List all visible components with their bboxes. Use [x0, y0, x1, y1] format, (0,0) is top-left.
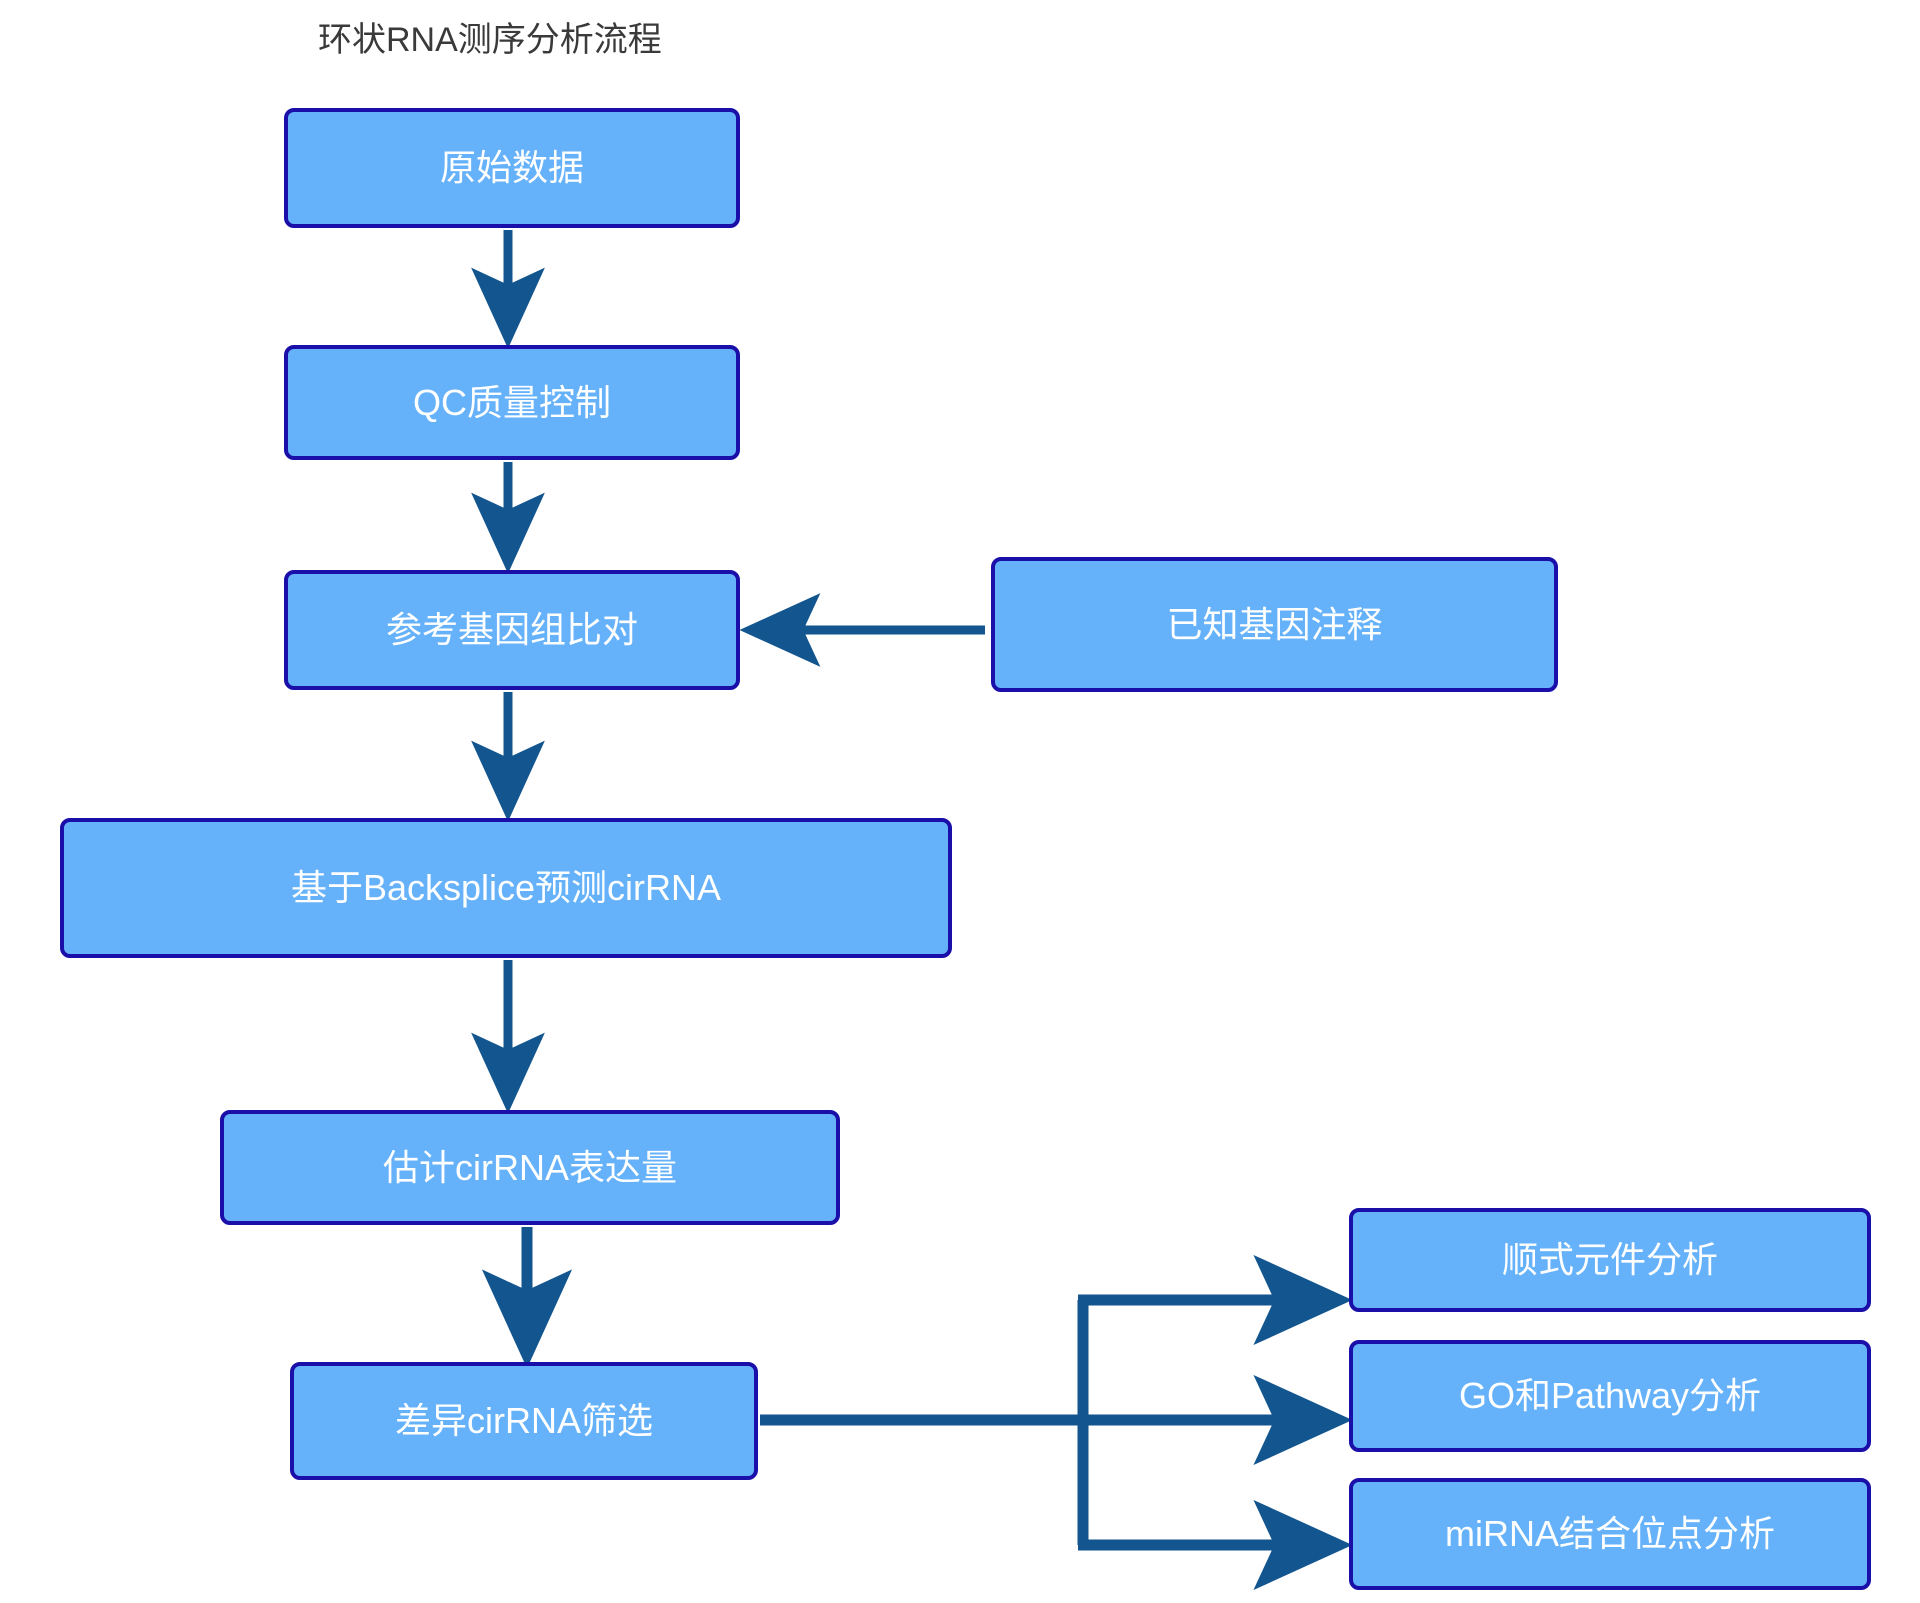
node-qc[interactable]: QC质量控制: [284, 345, 740, 460]
node-raw-data[interactable]: 原始数据: [284, 108, 740, 228]
node-label-alignment: 参考基因组比对: [385, 609, 638, 651]
node-label-go-pathway: GO和Pathway分析: [1458, 1375, 1762, 1417]
node-cis-element-analysis[interactable]: 顺式元件分析: [1349, 1208, 1871, 1312]
node-label-diff-screening: 差异cirRNA筛选: [395, 1400, 653, 1442]
node-label-raw-data: 原始数据: [439, 147, 584, 189]
node-reference-genome-alignment[interactable]: 参考基因组比对: [284, 570, 740, 690]
node-label-qc: QC质量控制: [412, 381, 611, 423]
node-label-cis-element: 顺式元件分析: [1501, 1239, 1718, 1281]
node-differential-screening[interactable]: 差异cirRNA筛选: [290, 1362, 758, 1480]
node-expression-estimation[interactable]: 估计cirRNA表达量: [220, 1110, 840, 1225]
node-label-annotation: 已知基因注释: [1166, 603, 1383, 645]
node-label-mirna-binding: miRNA结合位点分析: [1445, 1513, 1775, 1555]
node-mirna-binding-analysis[interactable]: miRNA结合位点分析: [1349, 1478, 1871, 1590]
node-known-gene-annotation[interactable]: 已知基因注释: [991, 557, 1558, 692]
node-label-expression: 估计cirRNA表达量: [383, 1146, 677, 1188]
node-label-backsplice: 基于Backsplice预测cirRNA: [290, 867, 722, 909]
node-backsplice-prediction[interactable]: 基于Backsplice预测cirRNA: [60, 818, 952, 958]
page-title: 环状RNA测序分析流程: [318, 21, 662, 59]
node-go-pathway-analysis[interactable]: GO和Pathway分析: [1349, 1340, 1871, 1452]
